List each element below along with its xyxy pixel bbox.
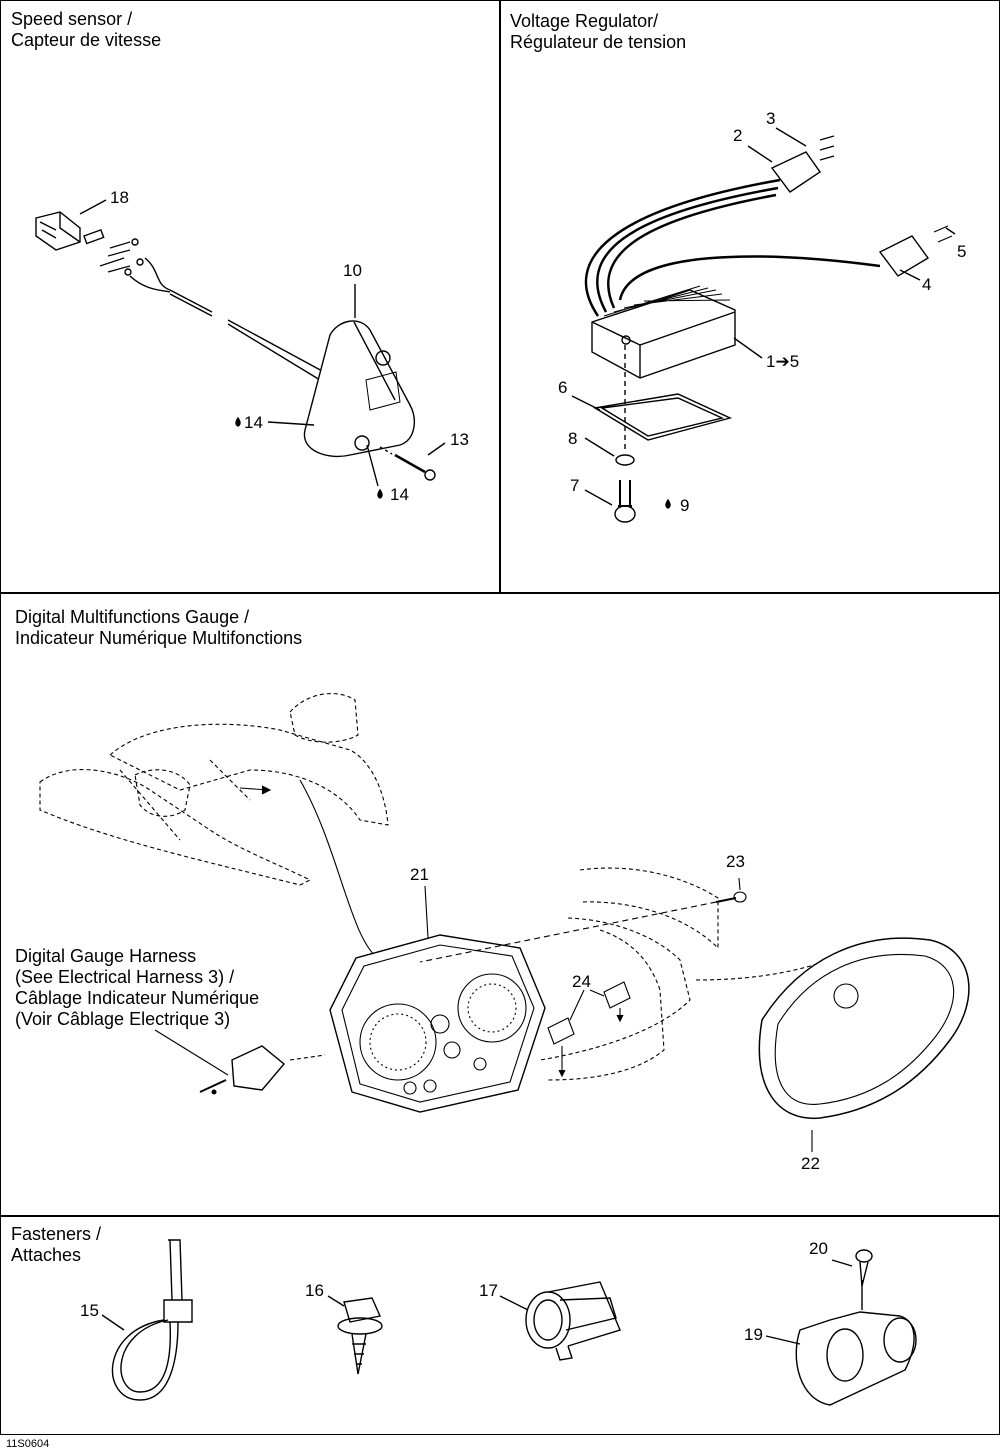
callout-4: 4	[922, 275, 932, 294]
drawing-code: 11S0604	[6, 1438, 50, 1450]
fasteners-assembly	[101, 1239, 917, 1406]
callout-16: 16	[305, 1281, 324, 1300]
callout-5: 5	[957, 242, 967, 261]
callout-7: 7	[570, 476, 580, 495]
callout-13: 13	[450, 430, 469, 449]
callout-10: 10	[343, 261, 362, 280]
callout-20: 20	[809, 1239, 828, 1258]
callout-18: 18	[110, 188, 129, 207]
callout-8: 8	[568, 429, 578, 448]
callout-21: 21	[410, 865, 429, 884]
callout-14-left: ​14	[244, 413, 263, 432]
callout-3: 3	[766, 109, 776, 128]
callout-22: 22	[801, 1154, 820, 1173]
callout-9: 9	[680, 496, 690, 515]
callout-17: 17	[479, 1281, 498, 1300]
voltage-regulator-assembly	[571, 127, 956, 523]
harness-note: Digital Gauge Harness (See Electrical Ha…	[15, 946, 260, 1029]
callout-15: 15	[80, 1301, 99, 1320]
fasteners-title: Fasteners / Attaches	[11, 1224, 102, 1265]
callout-24: 24	[572, 972, 591, 991]
gauge-assembly	[39, 693, 970, 1152]
callout-14-bottom: ​14	[390, 485, 409, 504]
callout-1-5: 1➔5	[766, 352, 800, 371]
gauge-title: Digital Multifunctions Gauge / Indicateu…	[15, 607, 303, 648]
speed-sensor-assembly	[35, 199, 446, 499]
frame-speed-sensor	[0, 0, 501, 594]
callout-19: 19	[744, 1325, 763, 1344]
callout-2: 2	[733, 126, 743, 145]
speed-sensor-title: Speed sensor / Capteur de vitesse	[11, 9, 162, 50]
callout-6: 6	[558, 378, 568, 397]
callout-23: 23	[726, 852, 745, 871]
voltage-regulator-title: Voltage Regulator/ Régulateur de tension	[510, 11, 687, 52]
